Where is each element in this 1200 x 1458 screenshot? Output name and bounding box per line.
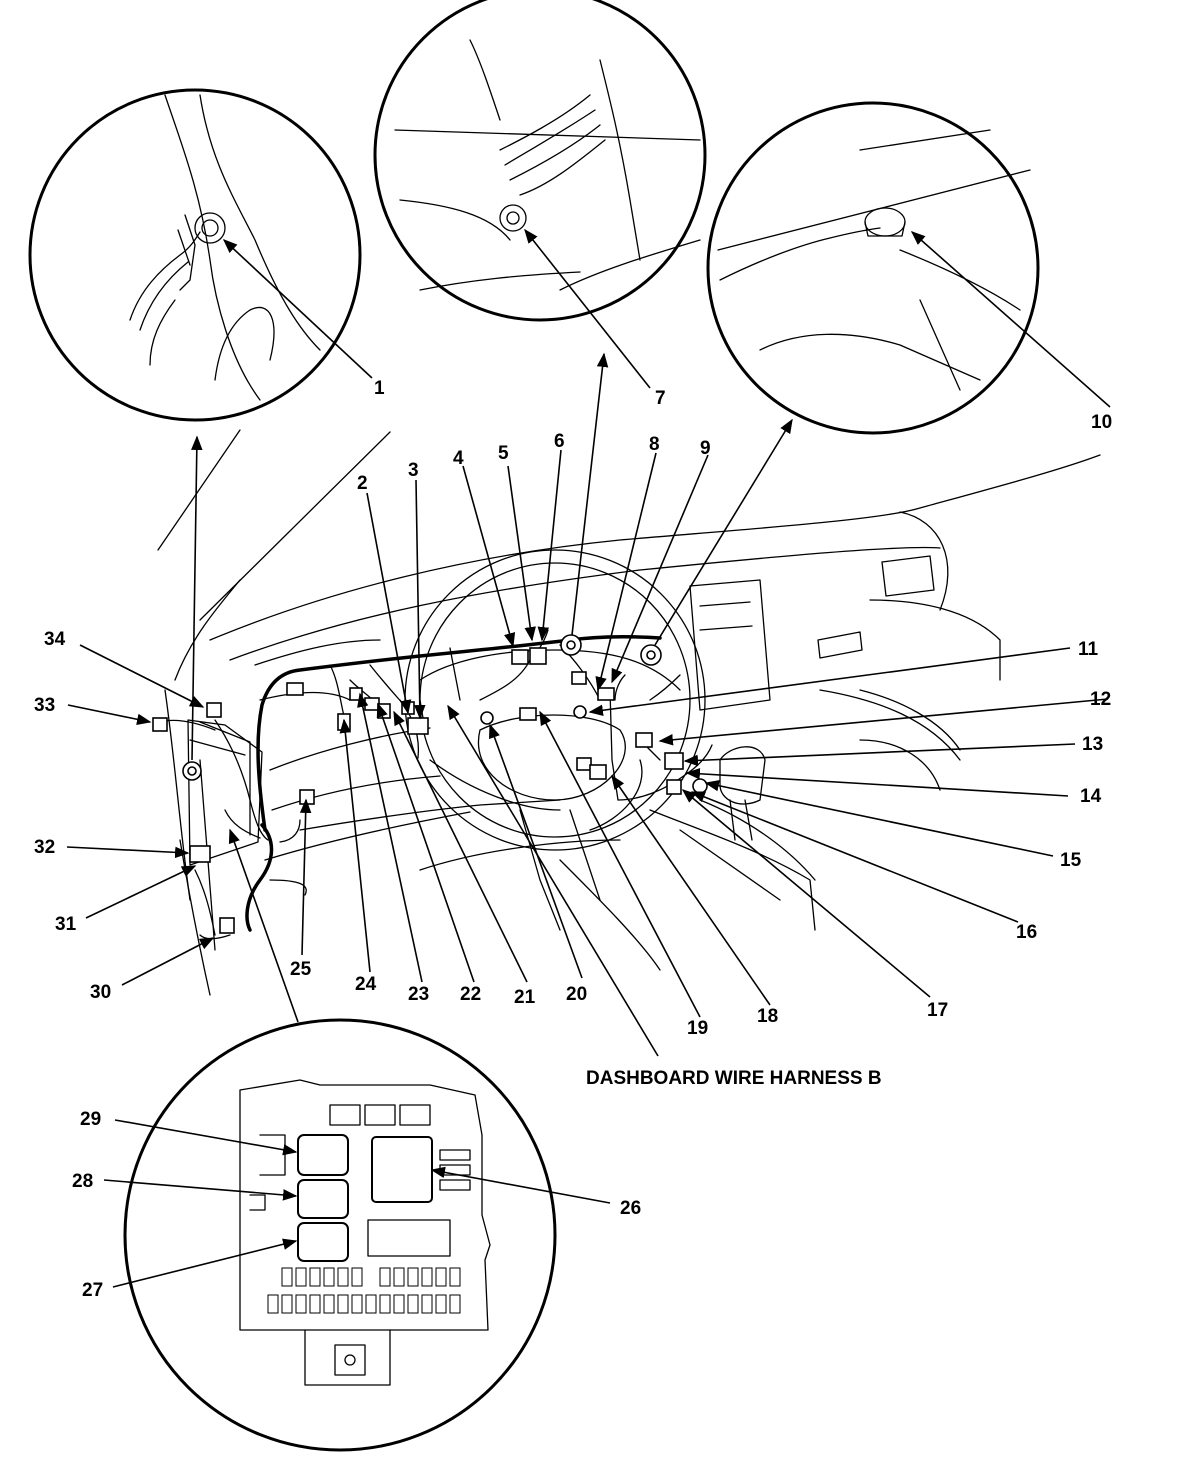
callout-5: 5 <box>498 443 509 464</box>
connector-13 <box>664 752 684 770</box>
callout-34: 34 <box>44 629 66 650</box>
wire-harness <box>159 629 713 940</box>
callout-numbers: 1 2 3 4 5 6 7 8 9 10 11 12 13 14 15 16 1… <box>34 378 1112 1301</box>
callout-31: 31 <box>55 914 77 935</box>
callout-6: 6 <box>554 431 565 452</box>
callout-18: 18 <box>757 1006 778 1027</box>
callout-9: 9 <box>700 438 711 459</box>
connector-18c <box>589 764 607 780</box>
callout-16: 16 <box>1016 922 1037 943</box>
callout-3: 3 <box>408 460 419 481</box>
callout-26: 26 <box>620 1198 641 1219</box>
callout-32: 32 <box>34 837 55 858</box>
connector-9 <box>597 687 615 701</box>
connectors <box>152 634 708 934</box>
callout-27: 27 <box>82 1280 103 1301</box>
connector-18b <box>576 757 592 771</box>
callout-23: 23 <box>408 984 429 1005</box>
callout-12: 12 <box>1090 689 1111 710</box>
callout-15: 15 <box>1060 850 1082 871</box>
fuse-row-bottom <box>267 1294 461 1314</box>
connector-32 <box>189 845 211 863</box>
callout-14: 14 <box>1080 786 1102 807</box>
relay-27 <box>297 1222 349 1262</box>
connector-11 <box>573 705 587 719</box>
callout-19: 19 <box>687 1018 708 1039</box>
connector-12 <box>635 732 653 748</box>
connector-34 <box>206 702 222 718</box>
connector-33 <box>152 717 168 732</box>
detail-view-1 <box>28 88 362 422</box>
relay-28 <box>297 1179 349 1219</box>
connector-8 <box>571 671 587 685</box>
callout-10: 10 <box>1091 412 1112 433</box>
connector-30 <box>219 917 235 934</box>
dashboard-outline <box>157 429 1101 996</box>
callout-11: 11 <box>1078 639 1099 660</box>
detail-view-fuse-box <box>123 1018 557 1452</box>
connector-3 <box>407 717 429 735</box>
callout-1: 1 <box>374 378 385 399</box>
callout-22: 22 <box>460 984 481 1005</box>
connector-18 <box>519 707 537 721</box>
callout-13: 13 <box>1082 734 1103 755</box>
callout-33: 33 <box>34 695 55 716</box>
connector-15 <box>692 778 708 794</box>
callout-29: 29 <box>80 1109 101 1130</box>
detail-view-10 <box>706 101 1040 435</box>
callout-25: 25 <box>290 959 312 980</box>
callout-30: 30 <box>90 982 111 1003</box>
callout-21: 21 <box>514 987 536 1008</box>
connector-17 <box>666 779 682 795</box>
callout-8: 8 <box>649 434 660 455</box>
callout-7: 7 <box>655 388 666 409</box>
callout-28: 28 <box>72 1171 93 1192</box>
detail-view-7 <box>373 0 707 322</box>
callout-4: 4 <box>453 448 464 469</box>
connector-5 <box>529 647 547 665</box>
callout-20: 20 <box>566 984 587 1005</box>
connector-19 <box>480 711 494 725</box>
connector-4 <box>511 649 529 665</box>
callout-17: 17 <box>927 1000 948 1021</box>
relay-29 <box>297 1134 349 1176</box>
connector-21 <box>364 697 380 711</box>
callout-2: 2 <box>357 473 368 494</box>
harness-label: DASHBOARD WIRE HARNESS B <box>586 1068 882 1089</box>
fuse-row-top <box>281 1267 461 1287</box>
connector-24 <box>286 682 304 696</box>
connector-25 <box>299 789 315 805</box>
callout-leaders <box>66 228 1111 1288</box>
callout-24: 24 <box>355 974 377 995</box>
